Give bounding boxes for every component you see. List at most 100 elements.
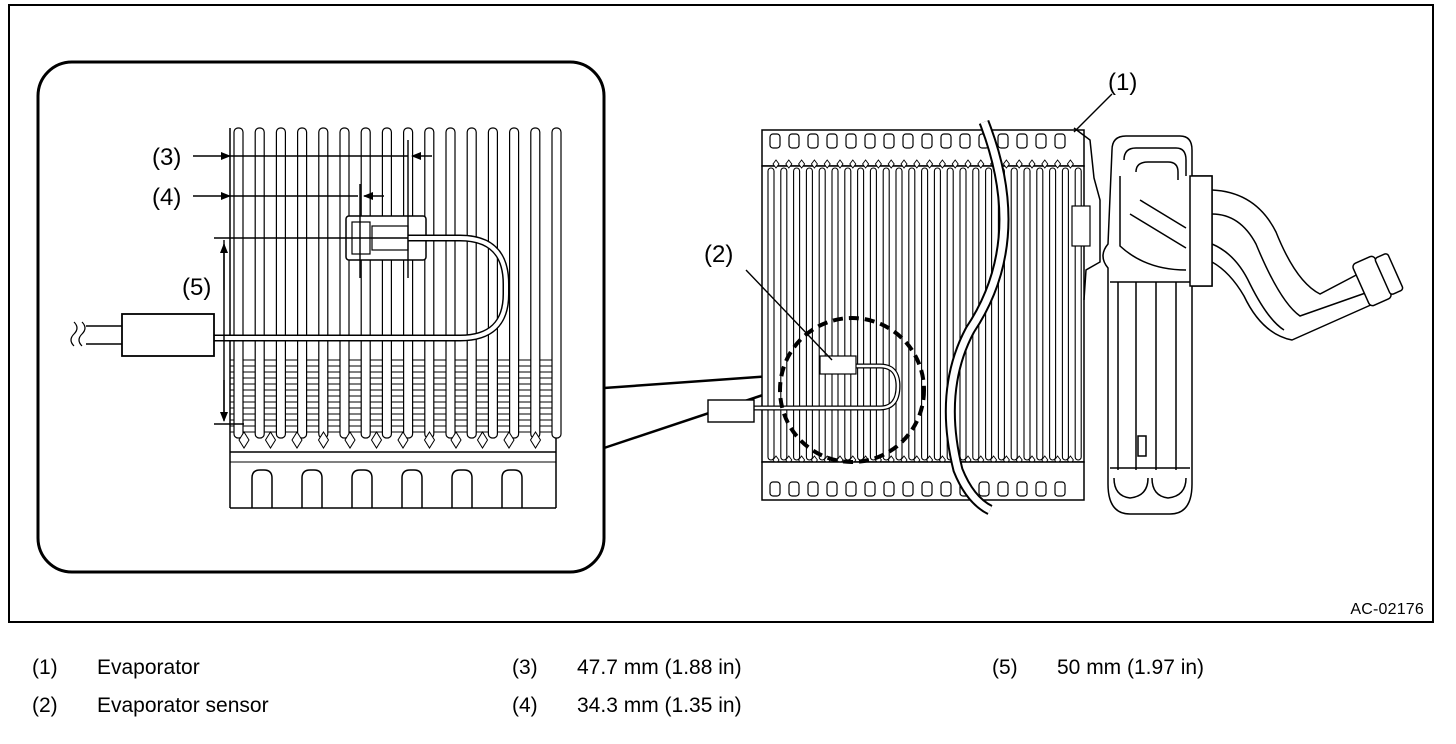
inset-tube [233, 127, 244, 439]
inset-content [70, 127, 562, 509]
evaporator-drain-mark [1054, 159, 1062, 169]
evaporator-tube [857, 167, 865, 461]
evaporator-drain-mark [849, 159, 857, 169]
evaporator-drain-mark [836, 159, 844, 169]
inset-drain-mark [238, 431, 250, 449]
inset-detail: (3) (4) (5) [36, 60, 606, 574]
evaporator-drain-mark [874, 159, 882, 169]
top-tank-cell [902, 133, 914, 149]
bottom-tank-cell [807, 481, 819, 497]
legend-num: (4) [512, 694, 538, 717]
callout-2: (2) [704, 241, 733, 268]
legend-text: Evaporator [97, 656, 200, 679]
evaporator-drain-mark [1015, 159, 1023, 169]
evaporator-tube [1061, 167, 1069, 461]
callout-5: (5) [182, 274, 211, 301]
bottom-tank-cell [940, 481, 952, 497]
evaporator-tube [933, 167, 941, 461]
inset-drain-mark [529, 431, 542, 449]
top-tank-cell [788, 133, 800, 149]
evaporator-tube [780, 167, 788, 461]
legend-num: (5) [992, 656, 1018, 679]
bottom-tank-cell [1035, 481, 1047, 497]
bottom-tank-cell [978, 481, 990, 497]
evaporator-tube [959, 167, 967, 461]
evaporator-drain-mark [938, 159, 946, 169]
bottom-tank-cell [902, 481, 914, 497]
inset-channel [501, 469, 523, 508]
top-tank-cell [1054, 133, 1066, 149]
figure-frame: AC-02176 [8, 4, 1434, 623]
inset-tube [551, 127, 562, 439]
bottom-tank-cell [788, 481, 800, 497]
legend-num: (3) [512, 656, 538, 679]
evaporator-tube [818, 167, 826, 461]
inset-tube [424, 127, 435, 439]
inset-channel [401, 469, 423, 508]
inset-tube [360, 127, 371, 439]
inset-drain-mark [344, 431, 356, 449]
evaporator-tube [767, 167, 775, 461]
bottom-tank-cell [769, 481, 781, 497]
inset-channel [451, 469, 473, 508]
inset-drain-mark [264, 431, 277, 449]
bottom-tank-cell [845, 481, 857, 497]
legend-num: (2) [32, 694, 58, 717]
evaporator-front-view [707, 120, 1101, 515]
evaporator-drain-mark [810, 159, 818, 169]
inset-channel [351, 469, 373, 508]
evaporator-tube [921, 167, 929, 461]
evaporator-drain-mark [964, 159, 972, 169]
inset-channel [301, 469, 323, 508]
top-tank-cell [845, 133, 857, 149]
inset-drain-mark [370, 431, 383, 449]
evaporator-drain-mark [977, 159, 985, 169]
legend-text: Evaporator sensor [97, 694, 269, 717]
inset-drain-mark [476, 431, 489, 449]
inset-tube [530, 127, 541, 439]
evaporator-drain-mark [798, 159, 806, 169]
inset-tube [381, 127, 392, 439]
inset-tube [466, 127, 477, 439]
top-tank-cell [940, 133, 952, 149]
inset-drain-mark [503, 431, 515, 449]
top-tank-cell [997, 133, 1009, 149]
evaporator-drain-mark [823, 159, 831, 169]
evaporator-tube [844, 167, 852, 461]
inset-tube [487, 127, 498, 439]
evaporator-tube [831, 167, 839, 461]
evaporator-tube [1010, 167, 1018, 461]
evaporator-drain-mark [900, 159, 908, 169]
evaporator-drain-mark [862, 159, 870, 169]
evaporator-drain-mark [913, 159, 921, 169]
top-tank-cell [959, 133, 971, 149]
evaporator-tube [869, 167, 877, 461]
evaporator-drain-mark [1028, 159, 1036, 169]
top-tank-cell [883, 133, 895, 149]
bottom-tank-cell [1016, 481, 1028, 497]
callout-1: (1) [1108, 69, 1137, 96]
evaporator-drain-mark [951, 159, 959, 169]
inset-drain-mark [291, 431, 303, 449]
inset-tube [339, 127, 350, 439]
inset-channel [251, 469, 273, 508]
evaporator-side-view [1102, 135, 1404, 515]
callout-4: (4) [152, 184, 181, 211]
evaporator-tube [1023, 167, 1031, 461]
top-tank-cell [864, 133, 876, 149]
evaporator-drain-mark [1041, 159, 1049, 169]
evaporator-tube [895, 167, 903, 461]
evaporator-drain-mark [785, 159, 793, 169]
evaporator-tube [1049, 167, 1057, 461]
inset-tube [254, 127, 265, 439]
evaporator-tube [882, 167, 890, 461]
figure-code: AC-02176 [1350, 601, 1424, 618]
inset-drain-mark [450, 431, 462, 449]
bottom-tank-cell [997, 481, 1009, 497]
callout-3: (3) [152, 144, 181, 171]
dimension-lines [193, 140, 432, 425]
top-tank-cell [921, 133, 933, 149]
bottom-tank-cell [864, 481, 876, 497]
leader-lines [745, 93, 1113, 361]
